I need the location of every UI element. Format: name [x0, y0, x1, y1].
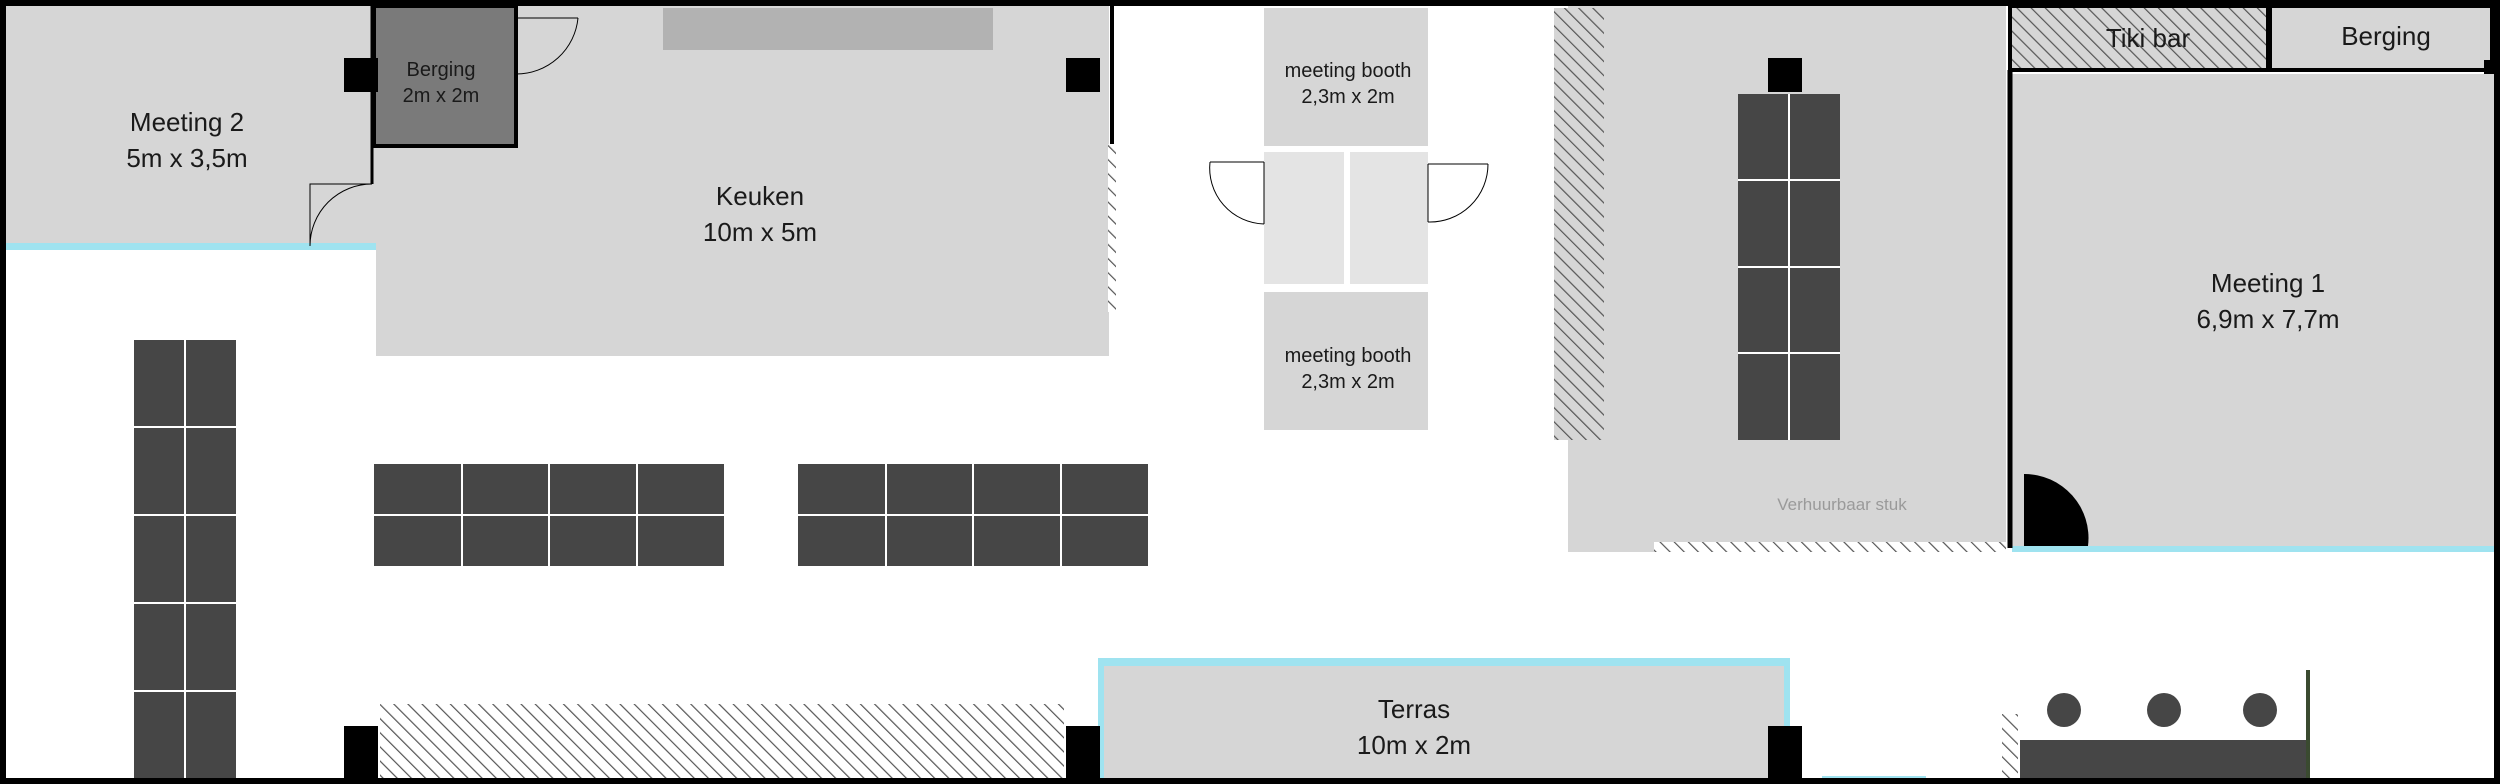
table-group-left-vertical[interactable]: [134, 340, 236, 784]
door-swing-icon: [1209, 161, 1265, 225]
table-group-right-vertical[interactable]: [1738, 94, 1840, 440]
keuken-size: 10m x 5m: [703, 217, 817, 247]
meeting-2-size: 5m x 3,5m: [126, 143, 247, 173]
meeting-1-name: Meeting 1: [2211, 268, 2325, 298]
terras-name: Terras: [1378, 694, 1450, 724]
room-meeting-booth-bottom[interactable]: meeting booth 2,3m x 2m: [1264, 292, 1428, 430]
table-group-middle-right[interactable]: [798, 464, 1148, 566]
door-swing-icon: [1427, 163, 1489, 223]
door-swing-icon: [2024, 473, 2089, 546]
column: [1768, 726, 1802, 784]
meeting-2-name: Meeting 2: [130, 107, 244, 137]
booth-entrance[interactable]: [1209, 152, 1489, 284]
column: [1066, 58, 1100, 92]
room-keuken[interactable]: Keuken 10m x 5m: [376, 6, 1116, 356]
kitchen-counter: [663, 8, 993, 50]
door-swing-icon: [515, 17, 579, 75]
room-meeting-1[interactable]: Meeting 1 6,9m x 7,7m: [2007, 70, 2494, 552]
verhuurbaar-name: Verhuurbaar stuk: [1777, 495, 1907, 514]
bar-stool: [2047, 693, 2081, 727]
tiki-bar-name: Tiki bar: [2106, 23, 2191, 53]
bar-stool: [2147, 693, 2181, 727]
room-meeting-2[interactable]: Meeting 2 5m x 3,5m: [6, 6, 376, 250]
room-terras[interactable]: Terras 10m x 2m: [1098, 658, 1790, 784]
booth-bottom-size: 2,3m x 2m: [1301, 371, 1394, 393]
column: [344, 726, 378, 784]
booth-top-size: 2,3m x 2m: [1301, 86, 1394, 108]
berging-right-name: Berging: [2341, 21, 2431, 51]
room-tiki-bar[interactable]: Tiki bar: [2008, 4, 2270, 72]
room-berging-right[interactable]: Berging: [2268, 4, 2494, 72]
terras-size: 10m x 2m: [1357, 730, 1471, 760]
column: [1768, 58, 1802, 92]
door-swing-icon: [309, 183, 373, 247]
bar-counter[interactable]: [2002, 670, 2310, 784]
booth-top-name: meeting booth: [1285, 60, 1412, 82]
column: [344, 58, 378, 92]
column: [1066, 726, 1100, 784]
hatched-zone: [380, 704, 1064, 782]
table-group-middle-left[interactable]: [374, 464, 724, 566]
keuken-name: Keuken: [716, 181, 804, 211]
berging-small-size: 2m x 2m: [403, 85, 480, 107]
meeting-1-size: 6,9m x 7,7m: [2196, 304, 2339, 334]
bar-stool: [2243, 693, 2277, 727]
room-meeting-booth-top[interactable]: meeting booth 2,3m x 2m: [1264, 8, 1428, 146]
booth-bottom-name: meeting booth: [1285, 345, 1412, 367]
berging-small-name: Berging: [407, 59, 476, 81]
